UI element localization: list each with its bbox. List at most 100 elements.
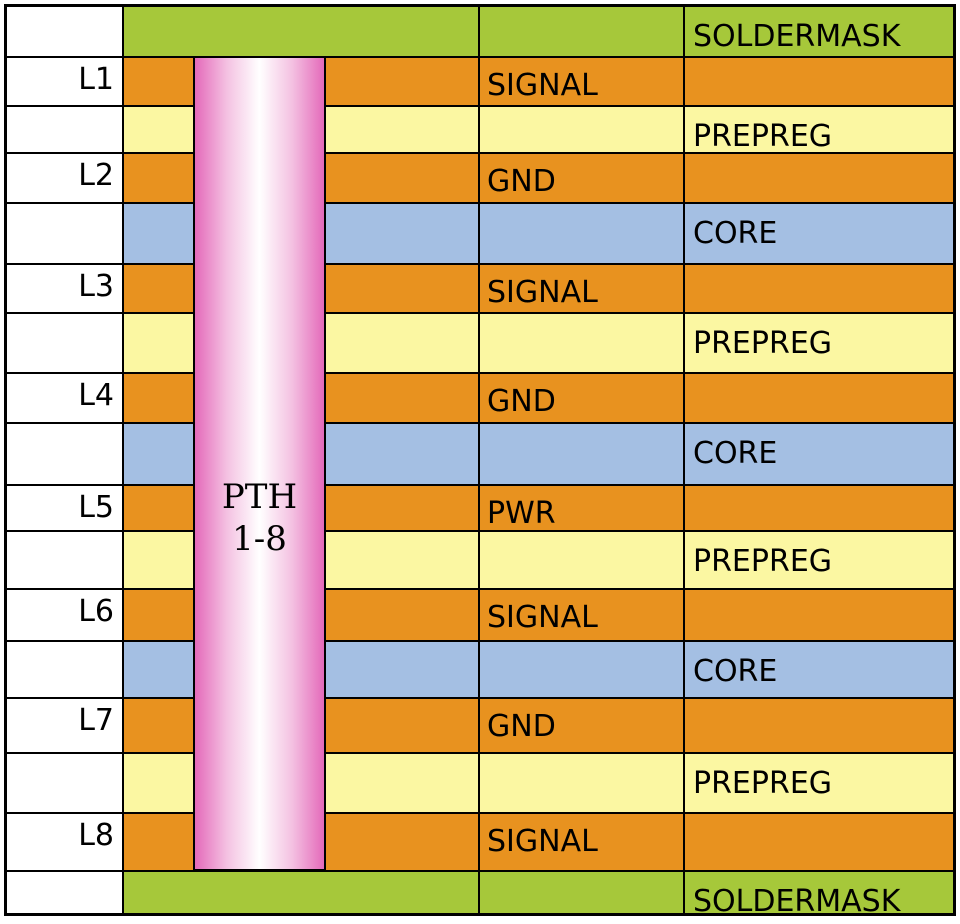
function-cell	[480, 754, 685, 812]
function-label: PWR	[487, 496, 556, 531]
layer-label: L5	[78, 490, 114, 525]
stackup-row-10: L5 PWR	[7, 484, 953, 531]
layer-cell: L1	[7, 58, 124, 105]
function-cell: SIGNAL	[480, 814, 685, 870]
material-label: SOLDERMASK	[693, 19, 901, 54]
stackup-row-16: L8 SIGNAL	[7, 812, 953, 870]
material-cell	[685, 58, 953, 105]
material-cell: PREPREG	[685, 314, 953, 372]
function-cell: SIGNAL	[480, 58, 685, 105]
stackup-row-17: SOLDERMASK	[7, 870, 953, 919]
material-cell	[685, 486, 953, 530]
function-cell	[480, 424, 685, 484]
stackup-row-12: L6 SIGNAL	[7, 588, 953, 640]
layer-cell	[7, 754, 124, 812]
function-cell: SIGNAL	[480, 590, 685, 640]
layer-cell	[7, 107, 124, 152]
layer-cell	[7, 204, 124, 263]
material-cell: PREPREG	[685, 107, 953, 154]
function-label: SIGNAL	[487, 824, 598, 859]
soldermask-band	[124, 7, 480, 56]
material-label: CORE	[693, 216, 778, 251]
material-cell	[685, 154, 953, 202]
layer-cell: L3	[7, 265, 124, 312]
layer-cell	[7, 424, 124, 484]
via-label-line2: 1-8	[232, 519, 287, 559]
stackup-row-1: SOLDERMASK	[7, 7, 953, 56]
plated-through-hole: PTH 1-8	[193, 56, 326, 871]
function-label: GND	[487, 164, 556, 199]
material-cell: CORE	[685, 642, 953, 697]
layer-cell: L8	[7, 814, 124, 870]
layer-cell	[7, 314, 124, 372]
function-cell	[480, 314, 685, 372]
material-cell	[685, 699, 953, 752]
material-cell: PREPREG	[685, 754, 953, 812]
material-label: SOLDERMASK	[693, 884, 901, 919]
layer-cell	[7, 642, 124, 697]
material-label: CORE	[693, 654, 778, 689]
function-label: SIGNAL	[487, 275, 598, 310]
stackup-row-7: PREPREG	[7, 312, 953, 372]
material-cell	[685, 265, 953, 312]
layer-label: L2	[78, 158, 114, 193]
material-cell: CORE	[685, 204, 953, 263]
layer-label: L7	[78, 703, 114, 738]
layer-label: L8	[78, 818, 114, 853]
material-label: PREPREG	[693, 766, 833, 801]
layer-cell: L5	[7, 486, 124, 530]
stackup-row-5: CORE	[7, 202, 953, 263]
via-label: PTH 1-8	[195, 476, 324, 560]
stackup-row-6: L3 SIGNAL	[7, 263, 953, 312]
function-cell: PWR	[480, 486, 685, 531]
stackup-row-14: L7 GND	[7, 697, 953, 752]
function-cell: GND	[480, 154, 685, 202]
layer-cell: L7	[7, 699, 124, 752]
material-label: PREPREG	[693, 326, 833, 361]
layer-cell	[7, 532, 124, 588]
material-cell	[685, 814, 953, 870]
material-label: PREPREG	[693, 544, 833, 579]
layer-cell: L4	[7, 374, 124, 422]
function-label: GND	[487, 709, 556, 744]
function-cell: GND	[480, 699, 685, 752]
function-cell	[480, 7, 685, 56]
material-cell	[685, 590, 953, 640]
layer-label: L3	[78, 269, 114, 304]
stackup-row-13: CORE	[7, 640, 953, 697]
function-cell	[480, 872, 685, 913]
function-cell: GND	[480, 374, 685, 422]
layer-cell: L6	[7, 590, 124, 640]
layer-label: L4	[78, 378, 114, 413]
material-cell: PREPREG	[685, 532, 953, 588]
layer-label: L1	[78, 62, 114, 97]
stackup-row-15: PREPREG	[7, 752, 953, 812]
soldermask-band	[124, 872, 480, 913]
material-cell	[685, 374, 953, 422]
via-label-line1: PTH	[221, 477, 298, 517]
layer-label: L6	[78, 594, 114, 629]
material-label: PREPREG	[693, 119, 833, 154]
function-cell: SIGNAL	[480, 265, 685, 312]
stackup-row-8: L4 GND	[7, 372, 953, 422]
material-label: CORE	[693, 436, 778, 471]
function-cell	[480, 532, 685, 588]
layer-cell	[7, 7, 124, 56]
function-label: SIGNAL	[487, 68, 598, 103]
material-cell: SOLDERMASK	[685, 7, 953, 56]
stackup-row-2: L1 SIGNAL	[7, 56, 953, 105]
function-label: GND	[487, 384, 556, 419]
stackup-row-9: CORE	[7, 422, 953, 484]
function-cell	[480, 642, 685, 697]
function-label: SIGNAL	[487, 600, 598, 635]
function-cell	[480, 107, 685, 152]
stackup-row-4: L2 GND	[7, 152, 953, 202]
stackup-row-11: PREPREG	[7, 530, 953, 588]
material-cell: CORE	[685, 424, 953, 484]
layer-cell: L2	[7, 154, 124, 202]
material-cell: SOLDERMASK	[685, 872, 953, 919]
layer-cell	[7, 872, 124, 913]
stackup-row-3: PREPREG	[7, 105, 953, 154]
function-cell	[480, 204, 685, 263]
